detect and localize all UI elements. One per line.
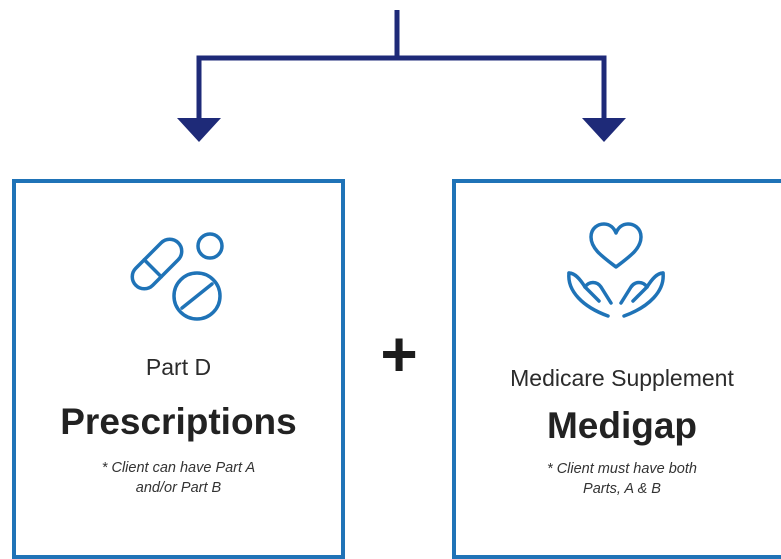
part-d-note-line2: and/or Part B [135,480,222,496]
arrowhead-right [582,118,626,142]
pills-icon [130,232,224,321]
part-d-note: * Client can have Part A and/or Part B [16,458,341,498]
part-d-note-line1: * Client can have Part A [101,460,256,476]
medigap-note-line1: * Client must have both [547,461,697,477]
medigap-card: Medicare Supplement Medigap * Client mus… [452,179,781,559]
connector-bar [196,55,607,120]
branch-connector [177,10,626,142]
part-d-card: Part D Prescriptions * Client can have P… [12,179,345,559]
medigap-title: Medigap [546,405,698,446]
medigap-subtitle: Medicare Supplement [510,365,734,391]
heart-hands-icon [567,222,665,318]
arrowhead-left [177,118,221,142]
part-d-subtitle: Part D [145,354,212,380]
plus-sign: + [380,318,418,390]
medigap-note-line2: Parts, A & B [583,481,661,497]
part-d-title: Prescriptions [60,401,297,442]
medigap-note: * Client must have both Parts, A & B [456,459,781,499]
